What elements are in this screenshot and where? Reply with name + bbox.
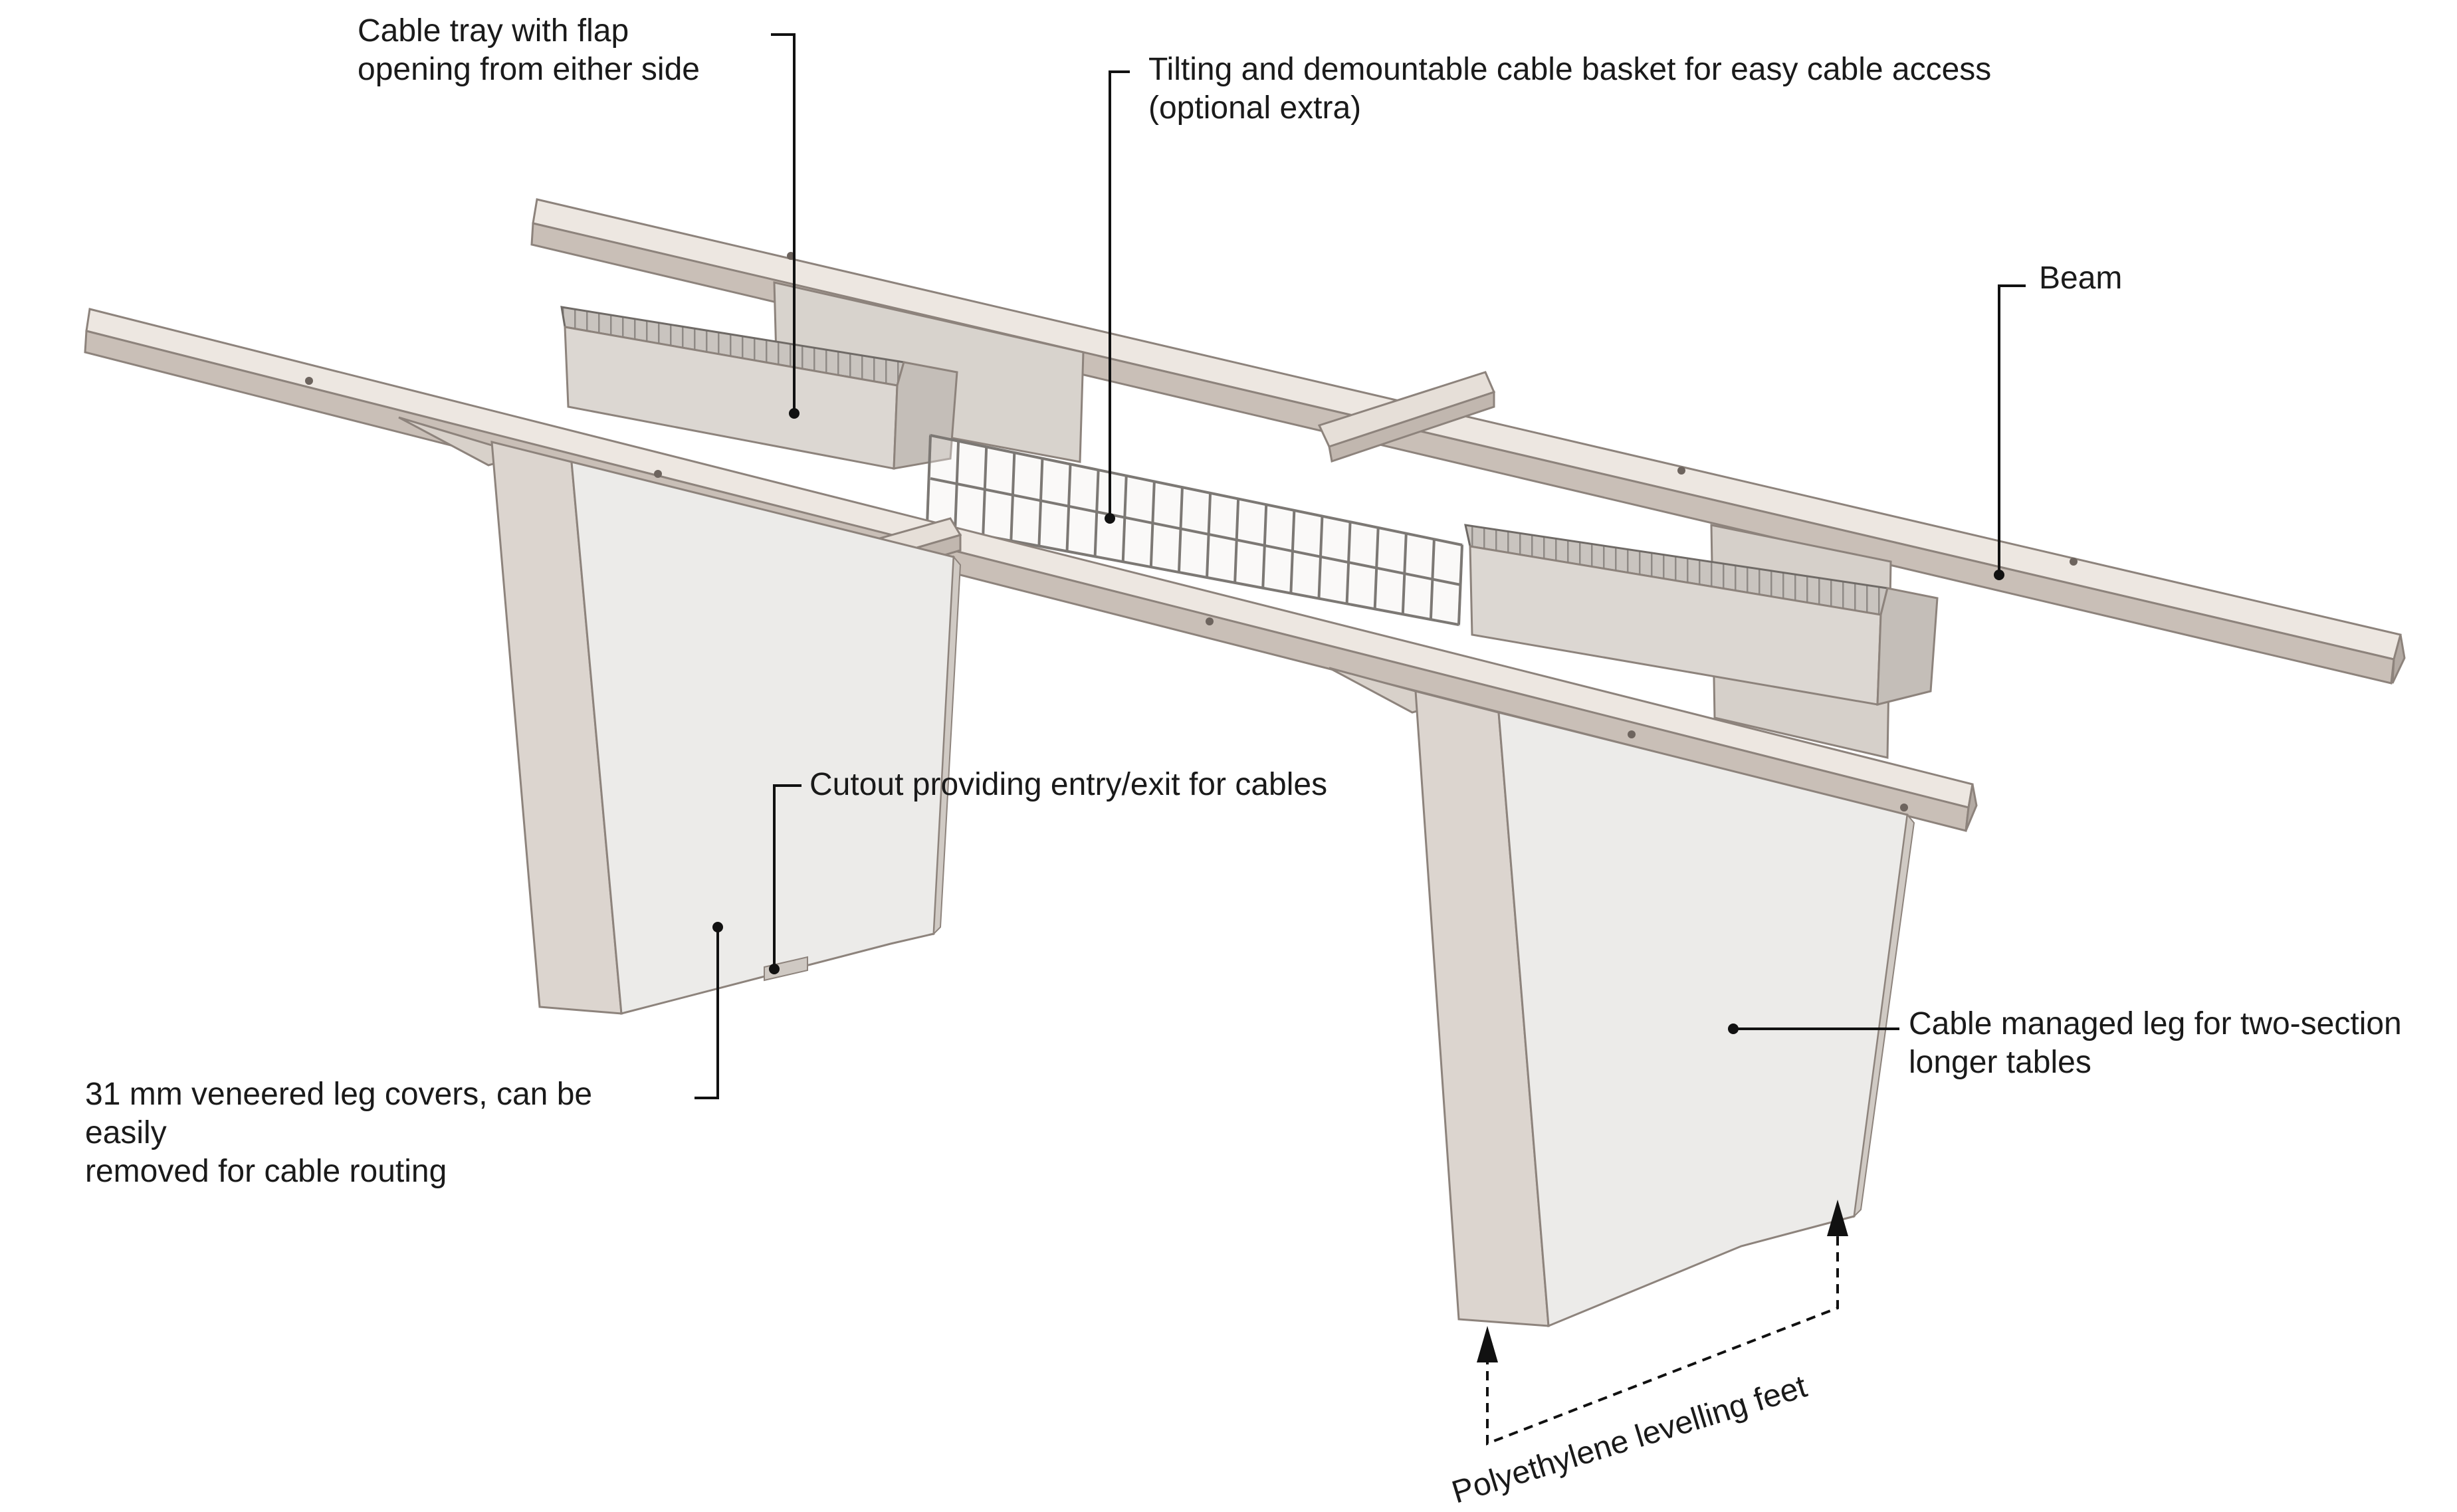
front-cable-tray — [1464, 524, 1939, 706]
left-leg — [398, 416, 962, 1015]
leg-covers-label-line-2: easily — [85, 1115, 167, 1150]
front-beam — [84, 308, 1978, 832]
cable-managed-leg-label: Cable managed leg for two-section longer… — [1909, 1005, 2402, 1082]
cable-tray-label-line-1: Cable tray with flap — [358, 13, 629, 49]
feet-arrowheads — [1477, 1200, 1848, 1362]
leg-covers-label: 31 mm veneered leg covers, can be easily… — [85, 1075, 592, 1191]
basket-rung — [1429, 539, 1436, 620]
basket-rung — [1065, 464, 1072, 552]
basket-rung — [1149, 481, 1156, 568]
right-foot-arrow — [1827, 1200, 1848, 1236]
cable-basket-label-line-1: Tilting and demountable cable basket for… — [1148, 52, 1992, 87]
basket-rung — [1317, 516, 1324, 599]
cable-basket-label-line-2: (optional extra) — [1148, 90, 1362, 126]
basket-rung — [1121, 475, 1128, 562]
basket-rung — [1010, 452, 1016, 541]
basket-rung — [1037, 458, 1044, 546]
cable-managed-leg-label-line-1: Cable managed leg for two-section — [1909, 1006, 2402, 1041]
basket-rung — [1289, 510, 1296, 594]
basket-rung — [926, 435, 932, 526]
cable-basket-label: Tilting and demountable cable basket for… — [1148, 51, 1991, 128]
basket-rung — [1206, 492, 1212, 578]
levelling-feet-callout — [1486, 1206, 1839, 1446]
leg-covers-label-line-3: removed for cable routing — [85, 1154, 447, 1189]
right-leg — [1329, 667, 1915, 1328]
basket-rung — [1401, 533, 1408, 615]
cable-tray-label: Cable tray with flap opening from either… — [358, 12, 700, 89]
cable-basket — [925, 433, 1464, 627]
leg-cover-leader — [694, 927, 719, 1099]
cutout-label-line-1: Cutout providing entry/exit for cables — [809, 767, 1328, 802]
basket-rung — [1261, 504, 1268, 588]
leader-dots — [712, 408, 2004, 1034]
cutout-leader — [773, 784, 801, 969]
beam-leader — [1998, 284, 2026, 575]
basket-rung — [1373, 527, 1380, 609]
basket-rung — [982, 447, 988, 536]
rear-crossbar — [1317, 371, 1496, 463]
cable-basket-leader — [1109, 70, 1130, 518]
cable-tray-leader — [771, 33, 796, 413]
beam-label: Beam — [2039, 259, 2122, 298]
leader-lines — [694, 33, 2026, 1099]
basket-rung — [1093, 470, 1100, 557]
left-foot-arrow — [1477, 1326, 1498, 1362]
beam-label-line-1: Beam — [2039, 261, 2123, 296]
basket-rung — [954, 441, 960, 530]
cable-managed-leg-label-line-2: longer tables — [1909, 1045, 2091, 1080]
leg-covers-label-line-1: 31 mm veneered leg covers, can be — [85, 1077, 593, 1112]
rear-cable-tray — [560, 306, 958, 531]
basket-rung — [1457, 544, 1463, 625]
cutout-label: Cutout providing entry/exit for cables — [809, 766, 1327, 804]
basket-rung — [1177, 487, 1184, 573]
cable-tray-label-line-2: opening from either side — [358, 52, 700, 87]
basket-rung — [1233, 498, 1240, 583]
basket-rung — [1345, 522, 1352, 604]
